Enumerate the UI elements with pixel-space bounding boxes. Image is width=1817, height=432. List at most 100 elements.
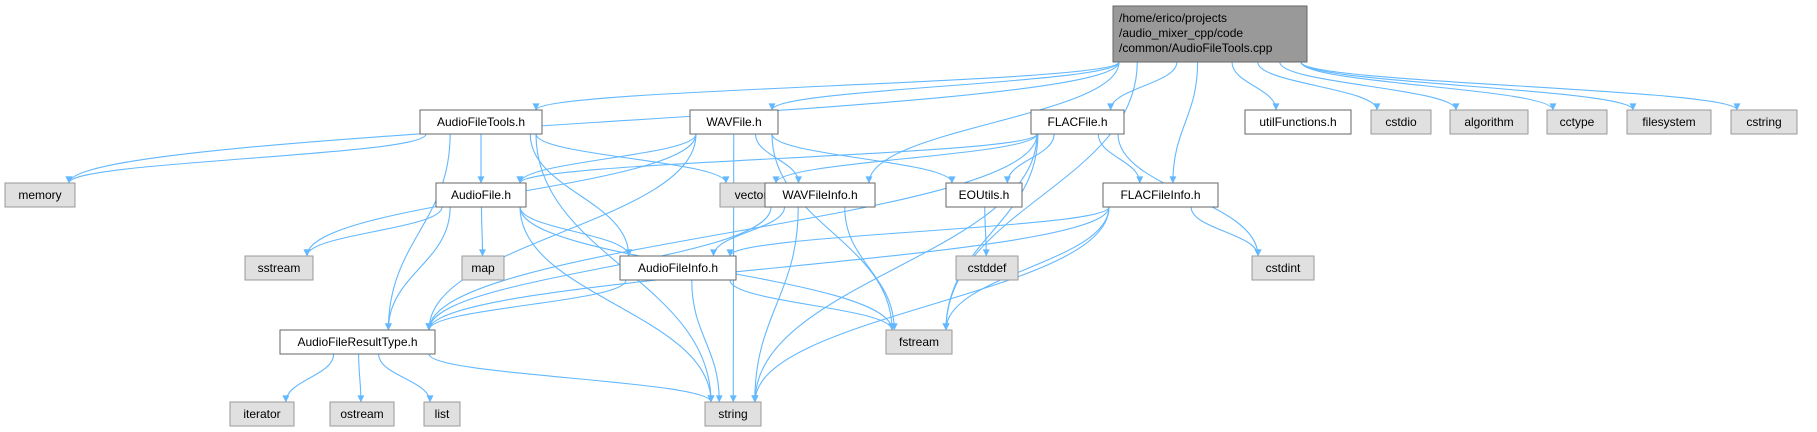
edge-root-to-cstring bbox=[1300, 61, 1741, 111]
node-label: utilFunctions.h bbox=[1259, 115, 1336, 129]
node-box bbox=[1102, 182, 1219, 208]
edge-AudioFile_h-to-AudioFileResultType_h bbox=[384, 206, 451, 331]
node-box bbox=[279, 329, 436, 355]
edge-FLACFile_h-to-FLACFileInfo_h bbox=[1097, 133, 1144, 184]
node-box bbox=[1244, 109, 1352, 135]
edges-layer bbox=[65, 61, 1741, 403]
edge-FLACFile_h-to-fstream bbox=[942, 133, 1039, 331]
node-label: /audio_mixer_cpp/code bbox=[1119, 26, 1243, 40]
node-label: FLACFile.h bbox=[1047, 115, 1107, 129]
edge-AudioFileInfo_h-to-fstream bbox=[729, 279, 896, 331]
node-algorithm: algorithm bbox=[1449, 109, 1529, 135]
edge-root-to-WAVFileInfo_h bbox=[865, 61, 1120, 184]
node-label: string bbox=[718, 407, 747, 421]
node-box bbox=[945, 182, 1023, 208]
node-label: cstdio bbox=[1385, 115, 1417, 129]
node-label: memory bbox=[18, 188, 61, 202]
edge-FLACFileInfo_h-to-cstdint bbox=[1190, 206, 1262, 257]
node-ostream: ostream bbox=[329, 401, 395, 427]
node-label: ostream bbox=[340, 407, 383, 421]
node-box bbox=[1030, 109, 1125, 135]
edge-FLACFileInfo_h-to-AudioFileInfo_h bbox=[726, 206, 1110, 257]
edge-AudioFileTools_h-to-vector bbox=[535, 133, 730, 184]
edge-FLACFile_h-to-AudioFileResultType_h bbox=[425, 133, 1038, 331]
node-label: filesystem bbox=[1642, 115, 1695, 129]
node-cstdio: cstdio bbox=[1370, 109, 1432, 135]
edge-WAVFileInfo_h-to-string bbox=[751, 206, 799, 403]
node-AudioFileTools_h[interactable]: AudioFileTools.h bbox=[419, 109, 543, 135]
edge-AudioFileInfo_h-to-string bbox=[691, 279, 723, 403]
edge-AudioFile_h-to-string bbox=[519, 206, 715, 403]
edge-EOUtils_h-to-cstddef bbox=[982, 206, 990, 257]
node-cstring: cstring bbox=[1730, 109, 1798, 135]
edge-AudioFileInfo_h-to-AudioFileResultType_h bbox=[425, 279, 627, 331]
edge-root-to-cctype bbox=[1300, 61, 1557, 111]
node-label: cstdint bbox=[1266, 261, 1301, 275]
node-label: /common/AudioFileTools.cpp bbox=[1119, 41, 1273, 55]
edge-WAVFileInfo_h-to-AudioFileInfo_h bbox=[710, 206, 786, 257]
edge-AudioFile_h-to-sstream bbox=[303, 206, 443, 257]
node-EOUtils_h[interactable]: EOUtils.h bbox=[945, 182, 1023, 208]
node-box bbox=[619, 255, 737, 281]
edge-AudioFileTools_h-to-AudioFileResultType_h bbox=[384, 133, 451, 331]
edge-root-to-memory bbox=[65, 61, 1120, 184]
edge-root-to-FLACFile_h bbox=[1107, 61, 1178, 111]
edge-root-to-FLACFileInfo_h bbox=[1169, 61, 1199, 184]
node-utilFunctions_h[interactable]: utilFunctions.h bbox=[1244, 109, 1352, 135]
node-root[interactable]: /home/erico/projects/audio_mixer_cpp/cod… bbox=[1112, 5, 1308, 63]
edge-AudioFileResultType_h-to-string bbox=[428, 353, 715, 403]
node-label: cctype bbox=[1560, 115, 1595, 129]
node-box bbox=[4, 182, 76, 208]
node-label: WAVFile.h bbox=[706, 115, 761, 129]
edge-FLACFileInfo_h-to-AudioFileResultType_h bbox=[425, 206, 1110, 331]
node-FLACFileInfo_h[interactable]: FLACFileInfo.h bbox=[1102, 182, 1219, 208]
edge-FLACFileInfo_h-to-string bbox=[751, 206, 1110, 403]
edge-FLACFileInfo_h-to-fstream bbox=[942, 206, 1110, 331]
node-label: EOUtils.h bbox=[959, 188, 1010, 202]
edge-AudioFileResultType_h-to-ostream bbox=[357, 353, 365, 403]
node-box bbox=[229, 401, 295, 427]
node-AudioFile_h[interactable]: AudioFile.h bbox=[435, 182, 527, 208]
node-label: AudioFileInfo.h bbox=[638, 261, 718, 275]
node-label: iterator bbox=[243, 407, 280, 421]
node-box bbox=[689, 109, 779, 135]
node-box bbox=[1730, 109, 1798, 135]
node-label: AudioFileTools.h bbox=[437, 115, 525, 129]
node-AudioFileResultType_h[interactable]: AudioFileResultType.h bbox=[279, 329, 436, 355]
node-box bbox=[461, 255, 505, 281]
node-label: WAVFileInfo.h bbox=[782, 188, 857, 202]
edge-FLACFile_h-to-AudioFile_h bbox=[516, 133, 1038, 184]
node-WAVFileInfo_h[interactable]: WAVFileInfo.h bbox=[764, 182, 876, 208]
edge-WAVFileInfo_h-to-AudioFileResultType_h bbox=[425, 206, 772, 331]
edge-WAVFile_h-to-AudioFile_h bbox=[516, 133, 697, 184]
node-label: /home/erico/projects bbox=[1119, 11, 1227, 25]
edge-AudioFileTools_h-to-AudioFileInfo_h bbox=[529, 133, 633, 257]
edge-FLACFile_h-to-vector bbox=[772, 133, 1038, 184]
edge-AudioFileResultType_h-to-iterator bbox=[282, 353, 335, 403]
edge-root-to-algorithm bbox=[1279, 61, 1460, 111]
node-label: FLACFileInfo.h bbox=[1120, 188, 1200, 202]
node-label: map bbox=[471, 261, 495, 275]
edge-AudioFileResultType_h-to-list bbox=[378, 353, 434, 403]
node-box bbox=[955, 255, 1019, 281]
node-memory: memory bbox=[4, 182, 76, 208]
node-iterator: iterator bbox=[229, 401, 295, 427]
node-box bbox=[1449, 109, 1529, 135]
node-box bbox=[1626, 109, 1712, 135]
node-label: vector bbox=[735, 188, 768, 202]
node-cstdint: cstdint bbox=[1251, 255, 1315, 281]
node-map: map bbox=[461, 255, 505, 281]
edge-AudioFile_h-to-map bbox=[478, 206, 486, 257]
node-WAVFile_h[interactable]: WAVFile.h bbox=[689, 109, 779, 135]
node-FLACFile_h[interactable]: FLACFile.h bbox=[1030, 109, 1125, 135]
edge-root-to-AudioFileTools_h bbox=[532, 61, 1120, 111]
node-box bbox=[435, 182, 527, 208]
edge-WAVFile_h-to-fstream bbox=[771, 133, 896, 331]
node-AudioFileInfo_h[interactable]: AudioFileInfo.h bbox=[619, 255, 737, 281]
node-fstream: fstream bbox=[885, 329, 953, 355]
node-box bbox=[764, 182, 876, 208]
node-cctype: cctype bbox=[1546, 109, 1608, 135]
edge-FLACFile_h-to-string bbox=[751, 133, 1038, 403]
edge-AudioFile_h-to-AudioFileInfo_h bbox=[519, 206, 633, 257]
